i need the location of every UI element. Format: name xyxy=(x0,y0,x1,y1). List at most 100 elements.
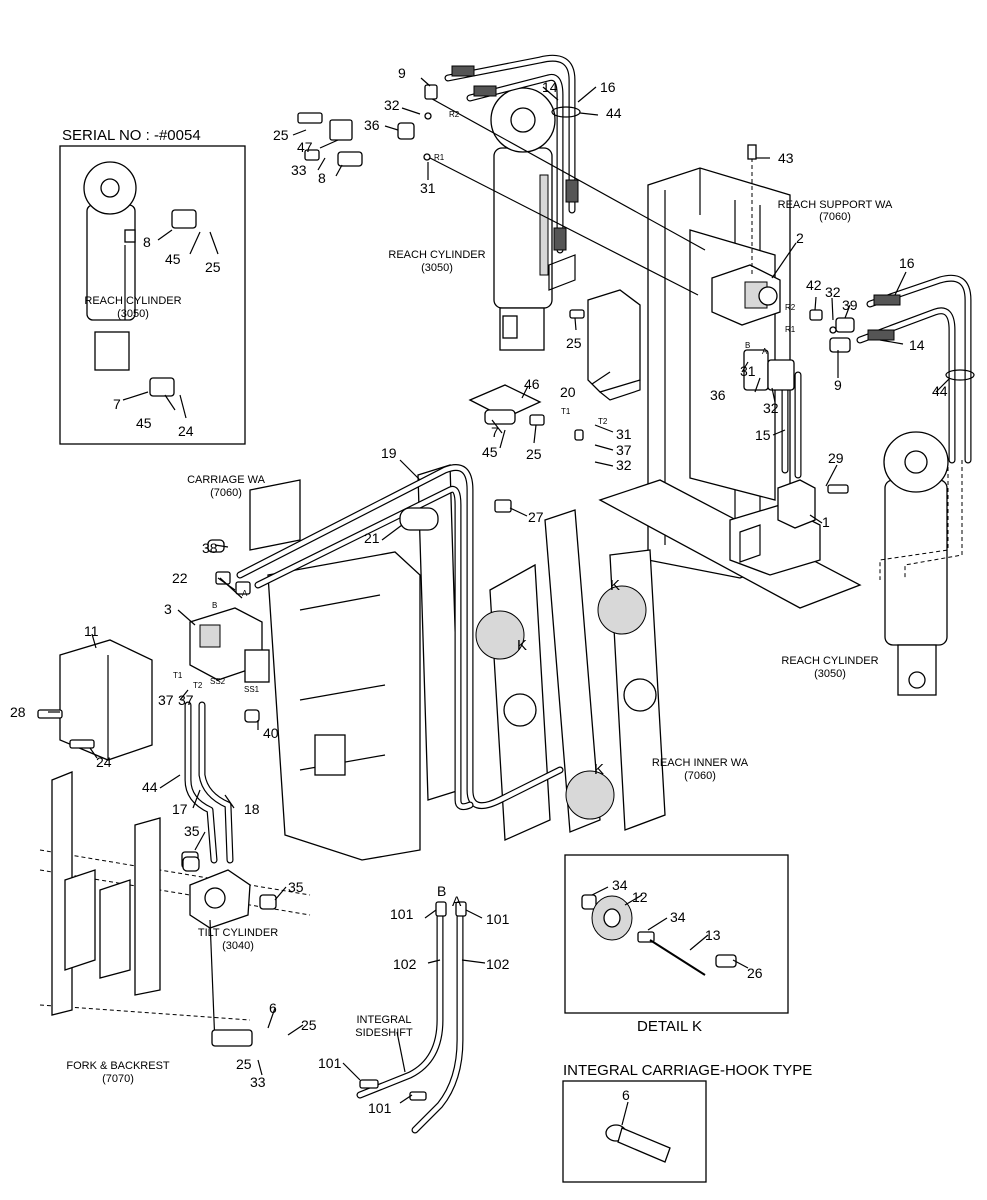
callout: 21 xyxy=(364,530,380,546)
callout: 36 xyxy=(364,117,380,133)
callout: 46 xyxy=(524,376,540,392)
callout: 38 xyxy=(202,540,218,556)
port-t1-valve3: T1 xyxy=(173,671,183,680)
callout: 31 xyxy=(616,426,632,442)
callout: 37 xyxy=(158,692,174,708)
callout: 18 xyxy=(244,801,260,817)
port-ss2: SS2 xyxy=(210,677,226,686)
callout: 37 xyxy=(178,692,194,708)
callout: 45 xyxy=(482,444,498,460)
reach-support-frame xyxy=(598,167,862,609)
callout: 35 xyxy=(184,823,200,839)
callout: 102 xyxy=(486,956,510,972)
serial-title: SERIAL NO : -#0054 xyxy=(62,127,201,144)
callout: 101 xyxy=(486,911,510,927)
callout: 7 xyxy=(113,396,121,412)
callout: 37 xyxy=(616,442,632,458)
hook-type-parts xyxy=(605,1124,671,1163)
callout: 17 xyxy=(172,801,188,817)
callout: A xyxy=(452,893,462,909)
callout: 14 xyxy=(542,79,558,95)
caption-tilt-cyl: TILT CYLINDER xyxy=(198,927,278,939)
callout: 16 xyxy=(899,255,915,271)
callout: 20 xyxy=(560,384,576,400)
callout: 47 xyxy=(297,139,313,155)
callout: 45 xyxy=(136,415,152,431)
serial-inset-cylinder xyxy=(83,161,197,397)
port-r1-top: R1 xyxy=(434,153,445,162)
callout: 101 xyxy=(318,1055,342,1071)
caption-fork: FORK & BACKREST xyxy=(66,1060,170,1072)
caption-carriage: CARRIAGE WA xyxy=(187,474,265,486)
callout: 29 xyxy=(828,450,844,466)
callout: 25 xyxy=(301,1017,317,1033)
callout: 6 xyxy=(622,1087,630,1103)
callout: 25 xyxy=(566,335,582,351)
callout: 44 xyxy=(932,383,948,399)
callout: 101 xyxy=(368,1100,392,1116)
caption-tilt-cyl-code: (3040) xyxy=(222,940,254,952)
callout: 14 xyxy=(909,337,925,353)
detail-k-parts xyxy=(581,894,737,976)
caption-reach-inner: REACH INNER WA xyxy=(652,757,749,769)
port-t2: T2 xyxy=(598,417,608,426)
callout: 44 xyxy=(606,105,622,121)
callout: 11 xyxy=(84,623,99,639)
detail-k-title: DETAIL K xyxy=(637,1018,702,1035)
caption-reach-cyl-right: REACH CYLINDER xyxy=(781,655,878,667)
callout: 27 xyxy=(528,509,544,525)
port-r2-top: R2 xyxy=(449,110,460,119)
caption-fork-code: (7070) xyxy=(102,1073,134,1085)
port-ss1: SS1 xyxy=(244,685,260,694)
bracket-20 xyxy=(587,289,641,393)
callout: 25 xyxy=(236,1056,252,1072)
callout: 32 xyxy=(616,457,632,473)
callout: 13 xyxy=(705,927,721,943)
callout: 32 xyxy=(825,284,841,300)
port-r1-right: R1 xyxy=(785,325,796,334)
hoses-14-16-right xyxy=(856,274,975,464)
callout: 25 xyxy=(526,446,542,462)
port-b-valve2: B xyxy=(745,341,750,350)
hoses-14-16-top xyxy=(444,54,581,254)
caption-reach-cyl-inset: REACH CYLINDER xyxy=(84,295,181,307)
label-k-3: K xyxy=(594,761,604,778)
serial-inset-frame xyxy=(59,145,246,445)
port-b-valve3: B xyxy=(212,601,217,610)
callout: 6 xyxy=(269,1000,277,1016)
leader-lines xyxy=(48,77,951,1126)
callout: 9 xyxy=(834,377,842,393)
port-a-valve3: A xyxy=(242,589,248,598)
callout: 44 xyxy=(142,779,158,795)
port-a-valve2: A xyxy=(762,347,768,356)
port-t2-valve3: T2 xyxy=(193,681,203,690)
caption-reach-support: REACH SUPPORT WA xyxy=(778,199,893,211)
callout: 43 xyxy=(778,150,794,166)
fork-backrest xyxy=(39,771,311,1021)
callout: B xyxy=(437,883,446,899)
callout: 15 xyxy=(755,427,771,443)
callout: 31 xyxy=(740,363,756,379)
caption-reach-cyl-inset-code: (3050) xyxy=(117,308,149,320)
carriage-frame xyxy=(249,479,421,861)
caption-carriage-code: (7060) xyxy=(210,487,242,499)
callout: 12 xyxy=(632,889,648,905)
callout: 24 xyxy=(178,423,194,439)
callout: 101 xyxy=(390,906,414,922)
caption-reach-support-code: (7060) xyxy=(819,211,851,223)
port-t1: T1 xyxy=(561,407,571,416)
caption-reach-inner-code: (7060) xyxy=(684,770,716,782)
callout: 39 xyxy=(842,297,858,313)
callout: 7 xyxy=(491,424,499,440)
hook-type-frame xyxy=(562,1080,707,1183)
callout: 24 xyxy=(96,754,112,770)
callout: 42 xyxy=(806,277,822,293)
callout: 45 xyxy=(165,251,181,267)
callout: 35 xyxy=(288,879,304,895)
callout: 36 xyxy=(710,387,726,403)
callout: 25 xyxy=(205,259,221,275)
cover-11 xyxy=(59,639,153,761)
callout: 34 xyxy=(670,909,686,925)
callout: 32 xyxy=(763,400,779,416)
